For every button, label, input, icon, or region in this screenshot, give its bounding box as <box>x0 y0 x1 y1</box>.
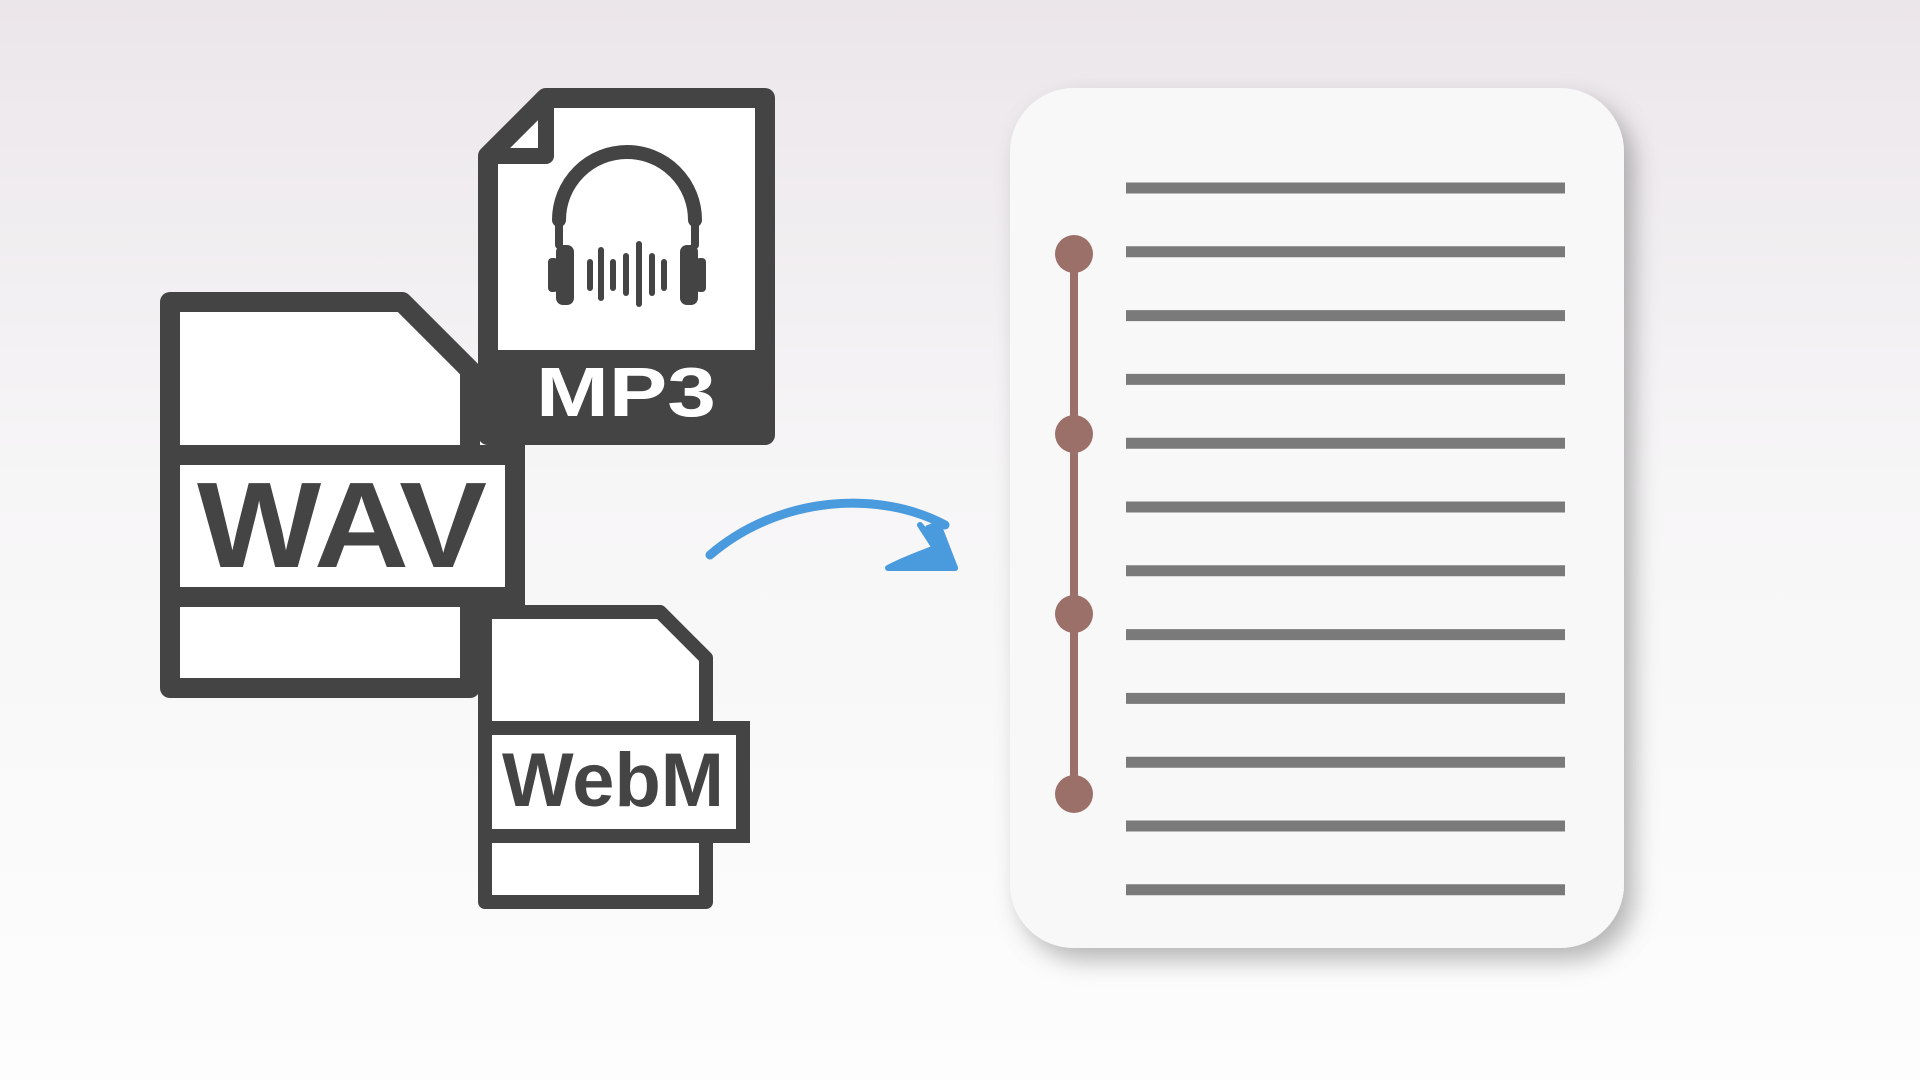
timeline <box>1055 235 1093 813</box>
wav-file-icon: WAV <box>160 292 525 698</box>
transcript-document-icon <box>1010 88 1624 948</box>
timeline-marker <box>1055 235 1093 273</box>
curved-arrow-icon <box>705 498 958 571</box>
webm-file-icon: WebM <box>478 605 750 909</box>
timeline-marker <box>1055 595 1093 633</box>
mp3-label: MP3 <box>536 353 716 431</box>
headphones-icon <box>548 145 706 305</box>
wav-label: WAV <box>197 457 487 593</box>
timeline-marker <box>1055 775 1093 813</box>
webm-label: WebM <box>502 738 724 823</box>
waveform-icon <box>587 241 667 307</box>
document-lines <box>1126 182 1565 896</box>
mp3-file-icon: MP3 <box>478 88 775 445</box>
timeline-marker <box>1055 415 1093 453</box>
